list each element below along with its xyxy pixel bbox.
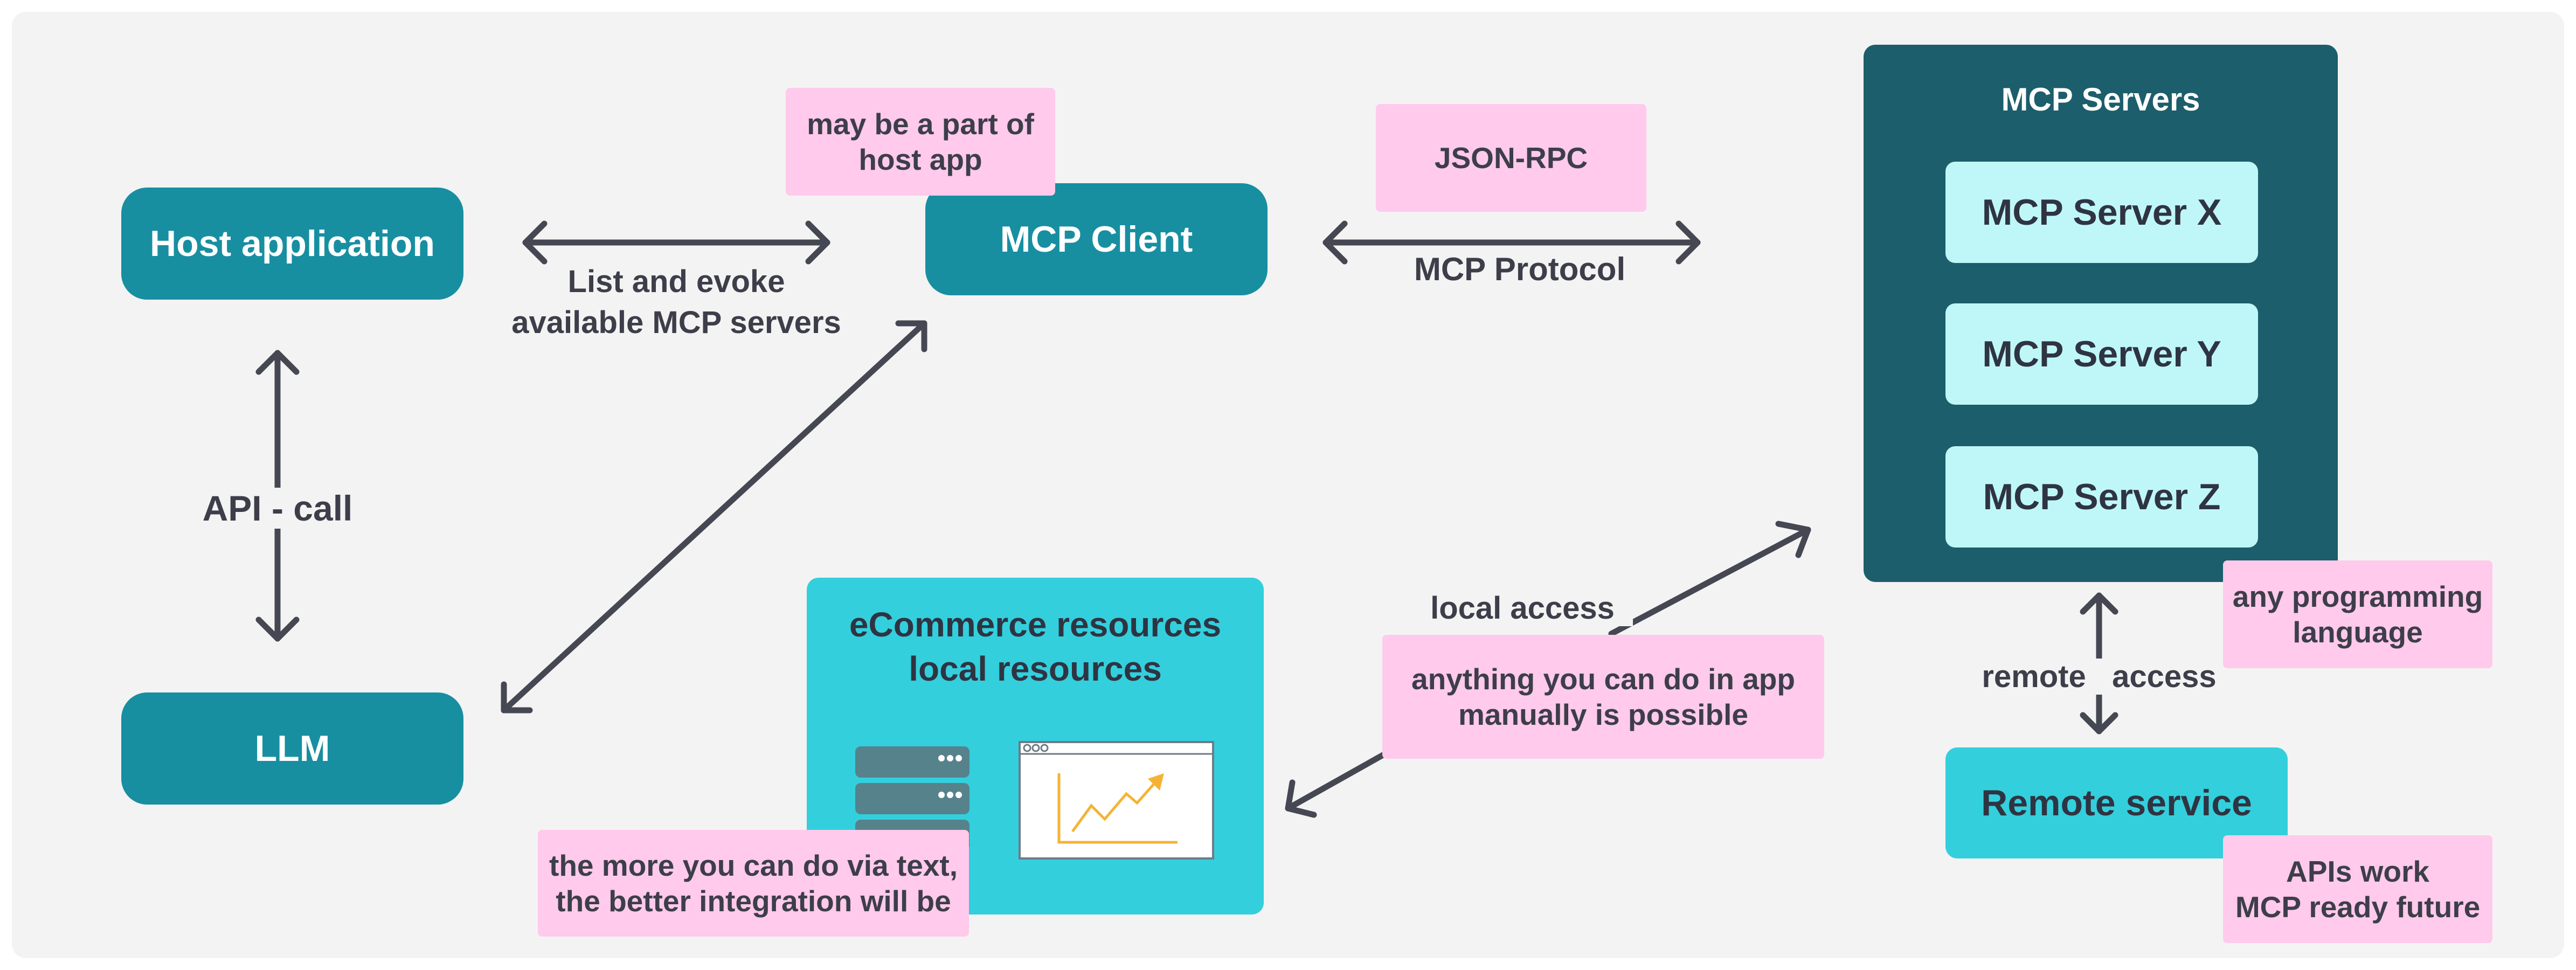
note-apis-work-line1: APIs work	[2286, 855, 2429, 888]
host-application-node: Host application	[121, 188, 463, 300]
note-any-language-line2: language	[2293, 615, 2423, 649]
llm-label: LLM	[254, 728, 330, 769]
ecommerce-resources-line2: local resources	[909, 649, 1162, 688]
note-part-of-host-app: may be a part of host app	[786, 88, 1055, 196]
arrow-resources-to-servers	[1285, 521, 1811, 818]
llm-node: LLM	[121, 692, 463, 805]
note-part-of-host-app-line2: host app	[858, 143, 982, 176]
arrow-llm-to-client	[501, 320, 927, 713]
list-evoke-line1: List and evoke	[567, 264, 785, 299]
host-application-label: Host application	[150, 223, 435, 264]
mcp-servers-title: MCP Servers	[2001, 81, 2200, 117]
mcp-server-z-label: MCP Server Z	[1983, 476, 2221, 517]
mcp-client-node: MCP Client	[925, 183, 1268, 295]
mcp-protocol-label: MCP Protocol	[1414, 251, 1626, 287]
note-anything-in-app-line1: anything you can do in app	[1411, 662, 1795, 696]
local-access-label: local access	[1412, 590, 1633, 626]
mcp-server-x-label: MCP Server X	[1982, 192, 2222, 233]
line-chart-window-icon	[1019, 741, 1214, 860]
api-call-label: API - call	[191, 488, 364, 529]
mcp-client-label: MCP Client	[1000, 219, 1193, 260]
list-evoke-line2: available MCP servers	[511, 305, 841, 340]
mcp-server-x: MCP Server X	[1945, 162, 2258, 263]
mcp-server-y: MCP Server Y	[1945, 303, 2258, 405]
mcp-server-z: MCP Server Z	[1945, 446, 2258, 548]
ecommerce-resources-line1: eCommerce resources	[849, 605, 1222, 644]
note-part-of-host-app-line1: may be a part of	[807, 107, 1034, 141]
note-anything-in-app: anything you can do in app manually is p…	[1382, 635, 1824, 759]
note-any-programming-language: any programming language	[2223, 560, 2492, 668]
arrow-client-to-servers	[1322, 220, 1701, 265]
note-json-rpc: JSON-RPC	[1376, 104, 1646, 212]
note-apis-work: APIs work MCP ready future	[2223, 835, 2492, 943]
note-apis-work-line2: MCP ready future	[2235, 890, 2481, 924]
ecommerce-resources-title: eCommerce resources local resources	[807, 602, 1264, 691]
note-any-language-line1: any programming	[2232, 580, 2483, 613]
note-anything-in-app-line2: manually is possible	[1458, 698, 1748, 731]
remote-access-label: remote access	[1970, 659, 2228, 695]
note-more-via-text-line1: the more you can do via text,	[549, 849, 958, 882]
note-more-via-text-line2: the better integration will be	[556, 884, 951, 918]
remote-service-label: Remote service	[1981, 782, 2252, 823]
mcp-server-y-label: MCP Server Y	[1982, 334, 2221, 375]
list-evoke-label: List and evoke available MCP servers	[480, 261, 873, 343]
arrow-host-to-client	[522, 220, 830, 265]
note-more-via-text: the more you can do via text, the better…	[538, 830, 969, 937]
